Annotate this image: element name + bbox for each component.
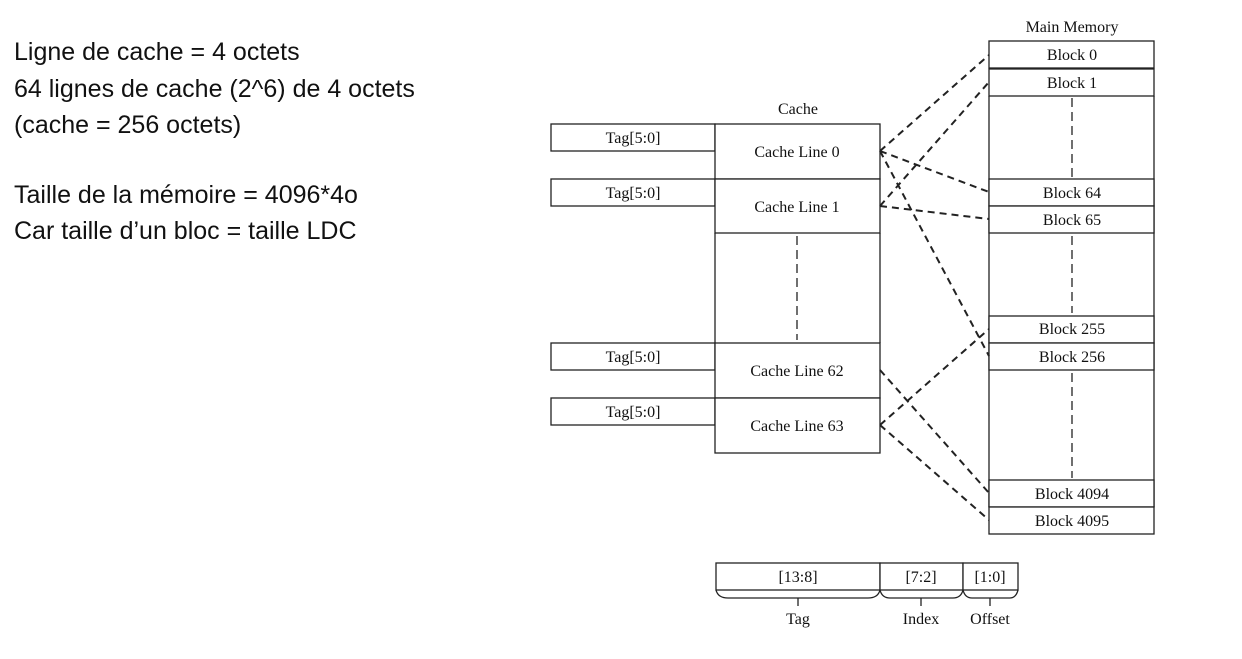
tag-label: Tag[5:0]	[606, 349, 661, 366]
block-label: Block 65	[1043, 212, 1101, 229]
tag-bracket	[715, 589, 881, 599]
tag-box: Tag[5:0]	[550, 178, 716, 207]
mapping-lines	[879, 54, 990, 521]
block-label: Block 1	[1047, 75, 1097, 92]
memory-block-65: Block 65	[988, 205, 1155, 234]
notes-text: Ligne de cache = 4 octets 64 lignes de c…	[14, 34, 415, 250]
address-format: [13:8] [7:2] [1:0] Tag Index Offset	[715, 562, 1019, 628]
memory-block-256: Block 256	[988, 342, 1155, 371]
address-index-field	[879, 562, 964, 591]
tag-label: Tag[5:0]	[606, 404, 661, 421]
memory-block-255: Block 255	[988, 315, 1155, 344]
memory-block-0: Block 0	[988, 40, 1155, 69]
address-part-label: Index	[903, 611, 939, 628]
tag-box: Tag[5:0]	[550, 123, 716, 152]
memory-block-4094: Block 4094	[988, 479, 1155, 508]
mapping-line	[879, 81, 990, 207]
cache-line-label: Cache Line 0	[754, 144, 839, 161]
address-offset-field	[962, 562, 1019, 591]
cache-line-62: Cache Line 62	[714, 342, 881, 399]
note-line: Car taille d’un bloc = taille LDC	[14, 217, 357, 245]
cache-line-0: Cache Line 0	[714, 123, 881, 180]
offset-bracket	[962, 589, 1019, 599]
note-line: 64 lignes de cache (2^6) de 4 octets	[14, 74, 415, 103]
mapping-line	[879, 54, 990, 152]
block-label: Block 4094	[1035, 486, 1109, 503]
block-label: Block 255	[1039, 321, 1105, 338]
mapping-line	[879, 150, 990, 193]
mapping-line	[879, 369, 990, 494]
tag-box: Tag[5:0]	[550, 342, 716, 371]
memory-block-64: Block 64	[988, 178, 1155, 207]
memory-block-1: Block 1	[988, 68, 1155, 97]
cache-line-label: Cache Line 62	[750, 363, 843, 380]
mapping-line	[879, 150, 990, 357]
note-line: Taille de la mémoire = 4096*4o	[14, 180, 358, 209]
mapping-line	[879, 205, 990, 220]
block-label: Block 64	[1043, 185, 1101, 202]
cache-line-63: Cache Line 63	[714, 397, 881, 454]
address-part-label: Offset	[970, 611, 1010, 628]
mapping-line	[879, 424, 990, 521]
index-bracket	[879, 589, 964, 599]
cache-title: Cache	[778, 101, 818, 118]
tag-label: Tag[5:0]	[606, 185, 661, 202]
note-line: (cache = 256 octets)	[14, 111, 242, 139]
cache-line-label: Cache Line 1	[754, 199, 839, 216]
tag-box: Tag[5:0]	[550, 397, 716, 426]
address-field-label: [13:8]	[778, 569, 817, 586]
cache-line-label: Cache Line 63	[750, 418, 843, 435]
memory-block-4095: Block 4095	[988, 506, 1155, 535]
block-label: Block 4095	[1035, 513, 1109, 530]
address-part-label: Tag	[786, 611, 810, 628]
note-line: Ligne de cache = 4 octets	[14, 38, 300, 66]
cache-line-1: Cache Line 1	[714, 178, 881, 234]
tag-label: Tag[5:0]	[606, 130, 661, 147]
address-field-label: [1:0]	[974, 569, 1005, 586]
mapping-line	[879, 328, 990, 426]
memory-title: Main Memory	[1026, 19, 1119, 36]
address-field-label: [7:2]	[905, 569, 936, 586]
block-label: Block 256	[1039, 349, 1105, 366]
block-label: Block 0	[1047, 47, 1097, 64]
